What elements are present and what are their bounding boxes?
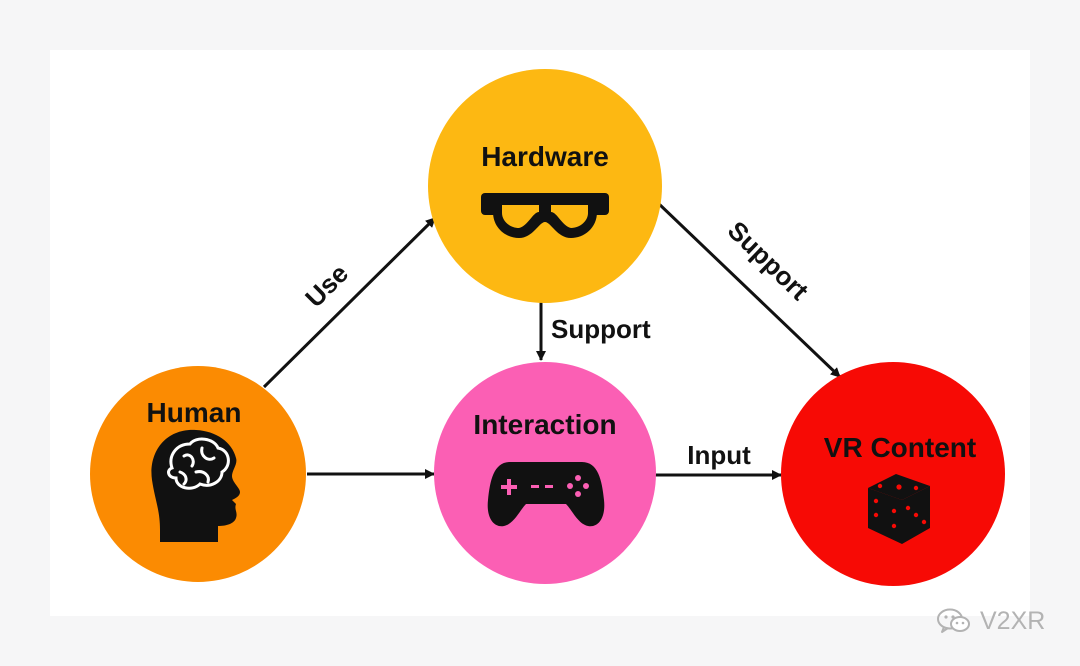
node-vr-content-circle (781, 362, 1005, 586)
node-hardware-circle (428, 69, 662, 303)
gamepad-icon (487, 462, 605, 527)
brain-head-icon (151, 429, 240, 542)
watermark-text: V2XR (980, 606, 1046, 635)
dice-icon (868, 474, 930, 544)
node-hardware-label: Hardware (481, 141, 609, 172)
node-human: Human (90, 366, 306, 582)
node-interaction: Interaction (434, 362, 656, 584)
edge-label-input: Input (687, 440, 751, 470)
edge-label-support-down: Support (551, 314, 651, 344)
edge-support-diagonal-arrow (656, 201, 842, 379)
edge-use-arrow (262, 216, 437, 389)
vr-goggles-icon (481, 193, 609, 238)
node-vr-content-label: VR Content (824, 432, 976, 463)
watermark: V2XR (936, 603, 1045, 639)
edge-label-support-diagonal: Support (722, 215, 815, 306)
node-hardware: Hardware (428, 69, 662, 303)
node-vr-content: VR Content (781, 362, 1005, 586)
node-human-label: Human (147, 397, 242, 428)
wechat-icon (937, 608, 970, 633)
edges (262, 201, 842, 480)
node-interaction-label: Interaction (473, 409, 616, 440)
